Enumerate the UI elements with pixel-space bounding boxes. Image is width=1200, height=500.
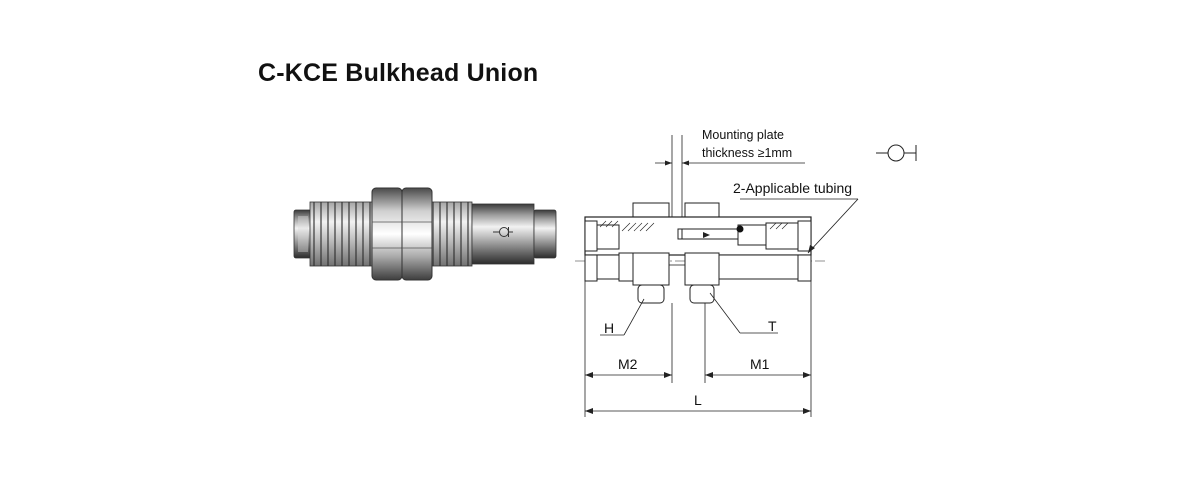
page-title: C-KCE Bulkhead Union (258, 59, 539, 87)
fitting-photo (293, 187, 557, 281)
h-label: H (604, 320, 614, 336)
m2-label: M2 (618, 356, 638, 372)
mounting-plate-label-line1: Mounting plate (702, 128, 784, 142)
check-valve-marking (493, 227, 513, 237)
m1-label: M1 (750, 356, 770, 372)
t-label: T (768, 318, 777, 334)
check-ball (736, 225, 744, 233)
l-label: L (694, 392, 702, 408)
tubing-label: 2-Applicable tubing (733, 180, 852, 196)
mounting-plate-label-line2: thickness ≥1mm (702, 146, 792, 160)
product-photo (293, 187, 557, 281)
technical-drawing: Mounting plate thickness ≥1mm 2-Applicab… (575, 128, 917, 417)
t-leader (709, 292, 741, 334)
tubing-leader (807, 198, 859, 254)
h-leader (623, 298, 645, 336)
check-valve-symbol (876, 144, 917, 162)
